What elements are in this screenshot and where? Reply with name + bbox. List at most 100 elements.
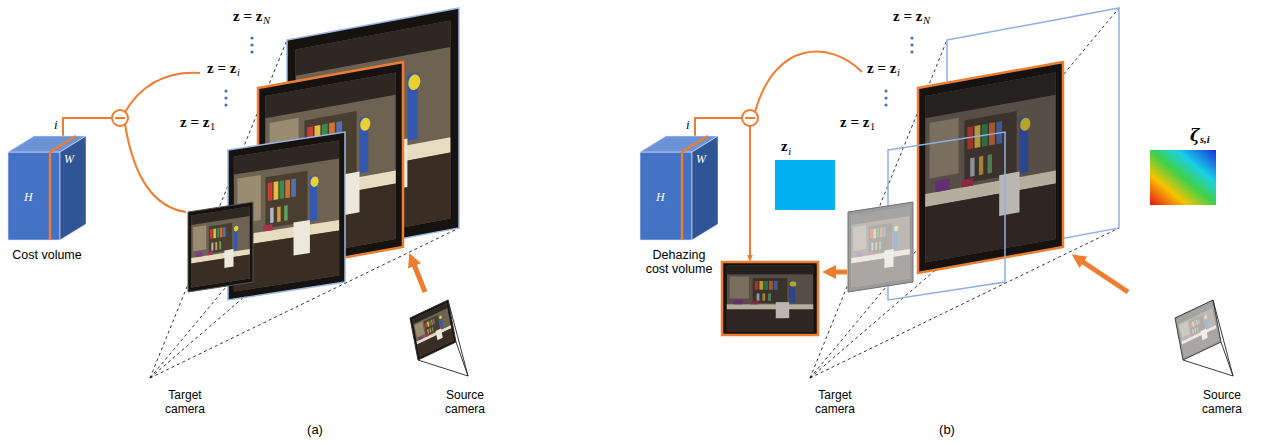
cost-slice [681, 152, 684, 240]
depth-label: z = z [180, 114, 209, 131]
difference-lines [749, 126, 751, 255]
ellipsis-dots [250, 50, 253, 53]
dimension-label: W [696, 152, 706, 167]
dehazed-image [722, 262, 818, 335]
depth-subscript: N [923, 15, 930, 26]
camera-label: Target camera [807, 388, 863, 416]
panel-label: (b) [939, 422, 955, 437]
difference-lines [125, 124, 186, 212]
target-image [848, 202, 913, 292]
camera-rays [150, 8, 459, 378]
cost-slice [682, 136, 708, 152]
ellipsis-dots [224, 96, 227, 99]
camera-label: Target camera [157, 388, 213, 416]
difference-lines [112, 110, 128, 126]
source-image [1175, 300, 1221, 360]
camera-rays [810, 8, 1119, 378]
source-rays [448, 300, 468, 376]
plane-border [188, 202, 253, 292]
source-rays [418, 300, 468, 376]
depth-label: z = z [893, 8, 922, 25]
cost-slice [49, 152, 52, 240]
difference-lines [695, 118, 742, 137]
source-image [410, 300, 456, 360]
depth-plane [918, 62, 1063, 273]
symbol-subscript: i [788, 146, 791, 157]
ellipsis-dots [224, 103, 227, 106]
difference-lines [742, 110, 758, 126]
dehazed-image [722, 262, 818, 335]
volume-caption: Cost volume [2, 248, 92, 262]
warp-arrow [1080, 260, 1128, 292]
plane-border [848, 202, 913, 292]
source-rays [1221, 342, 1233, 376]
camera-label: Source camera [437, 388, 493, 416]
source-image [1175, 300, 1221, 360]
ellipsis-dots [910, 36, 913, 39]
cube-shape [638, 134, 720, 242]
cube-face [640, 152, 692, 240]
panel-label: (a) [307, 422, 323, 437]
camera-rays [810, 8, 1119, 378]
slice-index: i [686, 117, 690, 133]
plane-border [410, 300, 456, 360]
ellipsis-dots [250, 36, 253, 39]
source-rays [1183, 360, 1233, 376]
cube-face [60, 136, 86, 240]
target-image [188, 202, 253, 292]
cube-face [8, 152, 60, 240]
zeta-map-box: ζs,i [1150, 150, 1216, 205]
depth-subscript: i [237, 67, 240, 78]
dimension-label: H [656, 190, 665, 205]
dehazing-cost-volume: WHDehazing cost volume [638, 134, 720, 242]
cube-face [692, 136, 718, 240]
plane-border [918, 62, 1063, 273]
difference-lines [115, 117, 125, 119]
dehazed-border [722, 262, 818, 335]
source-rays [1183, 300, 1233, 376]
difference-lines [755, 52, 862, 112]
difference-lines [745, 117, 755, 119]
cost-volume: WHCost volume [6, 134, 88, 242]
dehaze-arrow [832, 270, 847, 275]
depth-label: z = z [840, 114, 869, 131]
depth-label: z = z [207, 60, 236, 77]
ellipsis-dots [884, 96, 887, 99]
depth-map-box: zi [775, 160, 835, 210]
depth-subscript: 1 [210, 121, 215, 132]
dimension-label: H [24, 190, 33, 205]
depth-label: z = z [233, 8, 262, 25]
difference-lines [63, 118, 112, 137]
ellipsis-dots [224, 89, 227, 92]
source-rays [456, 342, 468, 376]
ellipsis-dots [884, 103, 887, 106]
difference-lines [695, 52, 862, 255]
volume-caption: Dehazing cost volume [643, 248, 715, 276]
target-image [188, 202, 253, 292]
ellipsis-dots [250, 43, 253, 46]
symbol-label: ζ [1190, 126, 1199, 145]
ellipsis-dots [884, 89, 887, 92]
camera-rays [150, 8, 459, 378]
target-image [848, 202, 913, 292]
cube-shape [6, 134, 88, 242]
slice-index: i [54, 117, 58, 133]
depth-plane [918, 62, 1063, 273]
depth-subscript: N [263, 15, 270, 26]
difference-lines [125, 73, 200, 112]
plane-border [1175, 300, 1221, 360]
warp-arrow [413, 262, 425, 292]
source-image [410, 300, 456, 360]
depth-subscript: i [897, 67, 900, 78]
symbol-subscript: s,i [1200, 134, 1210, 145]
source-rays [1213, 300, 1233, 376]
dimension-label: W [64, 152, 74, 167]
camera-label: Source camera [1194, 388, 1250, 416]
symbol-label: z [781, 138, 788, 155]
ellipsis-dots [910, 43, 913, 46]
ellipsis-dots [910, 50, 913, 53]
source-rays [418, 360, 468, 376]
